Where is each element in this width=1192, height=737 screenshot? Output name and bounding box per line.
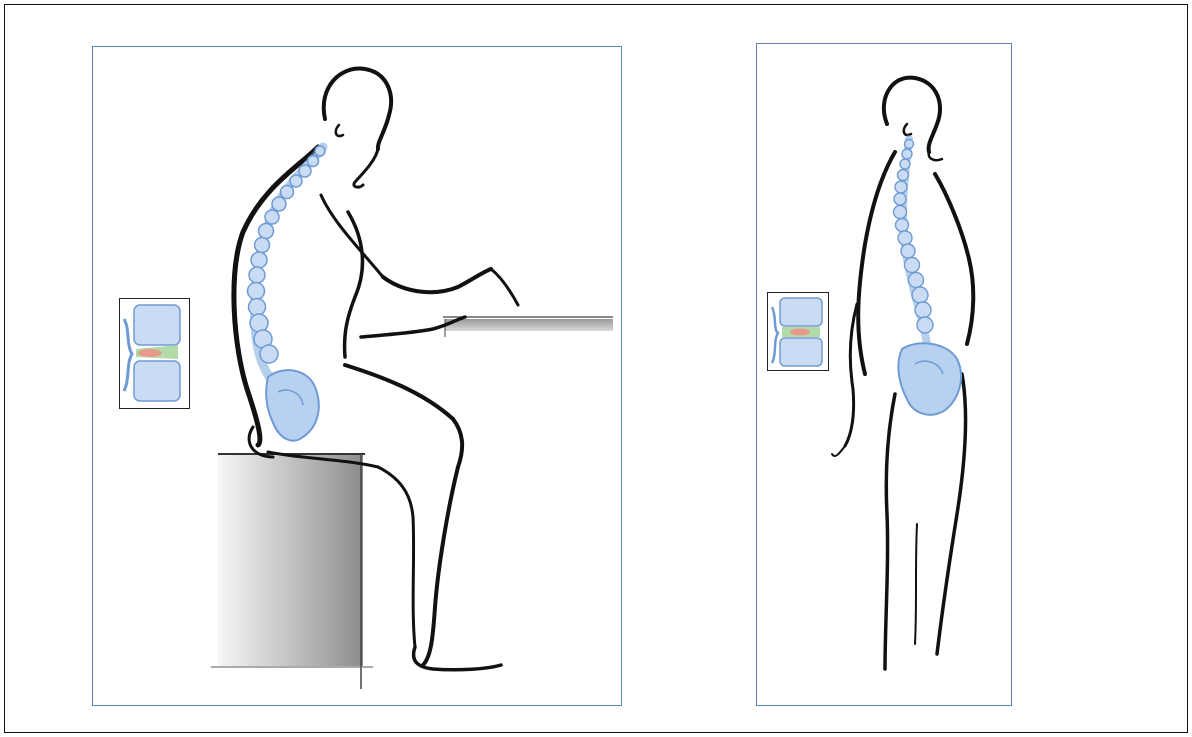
desk (443, 317, 613, 337)
stool (211, 454, 373, 689)
panel-standing (756, 43, 1012, 706)
spine (248, 146, 326, 441)
standing-figure-illustration (757, 44, 1012, 706)
disc-detail-inset-seated (119, 298, 190, 409)
spine-standing (894, 139, 962, 415)
vertebra-disc-icon (768, 293, 829, 371)
disc-detail-inset-standing (767, 292, 829, 371)
vertebra-disc-icon (120, 299, 190, 409)
